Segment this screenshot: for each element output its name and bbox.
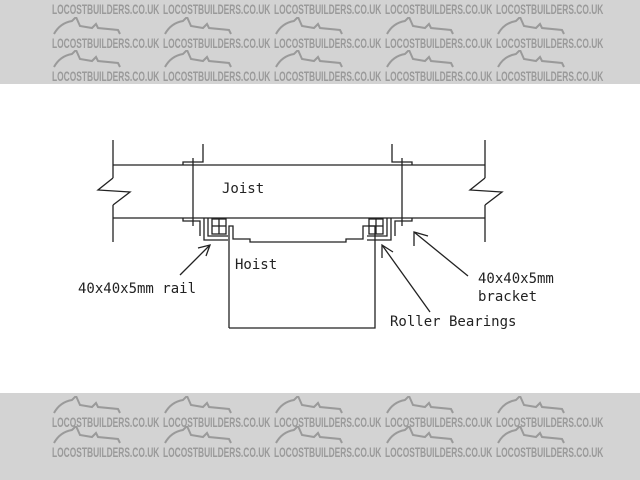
watermark-text: LOCOSTBUILDERS.CO.UK: [52, 68, 160, 84]
roller-bearings-label: Roller Bearings: [390, 314, 516, 330]
watermark-car-logo: [164, 17, 232, 35]
watermark-car-logo: [275, 396, 343, 414]
brackets: [182, 144, 413, 236]
watermark-car-logo: [386, 50, 454, 68]
watermark-car-logo: [386, 426, 454, 444]
hoist: [228, 225, 376, 329]
watermark-text: LOCOSTBUILDERS.CO.UK: [274, 68, 382, 84]
bracket-label-line1: 40x40x5mm: [478, 271, 554, 287]
watermark-text: LOCOSTBUILDERS.CO.UK: [274, 444, 382, 460]
bracket-label-line2: bracket: [478, 289, 537, 305]
watermark-text: LOCOSTBUILDERS.CO.UK: [163, 35, 271, 51]
hoist-label: Hoist: [235, 257, 277, 273]
watermark-text: LOCOSTBUILDERS.CO.UK: [496, 35, 604, 51]
watermark-car-logo: [497, 426, 565, 444]
watermark-text: LOCOSTBUILDERS.CO.UK: [274, 414, 382, 430]
watermark-text: LOCOSTBUILDERS.CO.UK: [274, 35, 382, 51]
watermark-text: LOCOSTBUILDERS.CO.UK: [52, 35, 160, 51]
joist: [96, 140, 504, 242]
watermark-car-logo: [53, 50, 121, 68]
watermark-text: LOCOSTBUILDERS.CO.UK: [52, 414, 160, 430]
watermark-text: LOCOSTBUILDERS.CO.UK: [52, 444, 160, 460]
watermark-car-logo: [497, 17, 565, 35]
watermark-text: LOCOSTBUILDERS.CO.UK: [385, 1, 493, 17]
watermark-car-logo: [164, 426, 232, 444]
watermark-text: LOCOSTBUILDERS.CO.UK: [385, 68, 493, 84]
watermark-text: LOCOSTBUILDERS.CO.UK: [385, 35, 493, 51]
watermark-text: LOCOSTBUILDERS.CO.UK: [385, 444, 493, 460]
watermark-text: LOCOSTBUILDERS.CO.UK: [496, 414, 604, 430]
watermark-car-logo: [275, 426, 343, 444]
watermark-car-logo: [53, 396, 121, 414]
watermark-text: LOCOSTBUILDERS.CO.UK: [385, 414, 493, 430]
rail-label: 40x40x5mm rail: [78, 281, 196, 297]
watermark-text: LOCOSTBUILDERS.CO.UK: [496, 68, 604, 84]
watermark-text: LOCOSTBUILDERS.CO.UK: [496, 444, 604, 460]
watermark-car-logo: [53, 426, 121, 444]
watermark-text: LOCOSTBUILDERS.CO.UK: [163, 68, 271, 84]
watermark-car-logo: [164, 50, 232, 68]
watermark-car-logo: [497, 50, 565, 68]
joist-label: Joist: [222, 181, 264, 197]
watermark-text: LOCOSTBUILDERS.CO.UK: [52, 1, 160, 17]
roller-bearings: [211, 218, 384, 235]
watermark-car-logo: [275, 17, 343, 35]
watermark-car-logo: [164, 396, 232, 414]
watermark-car-logo: [275, 50, 343, 68]
watermark-text: LOCOSTBUILDERS.CO.UK: [163, 1, 271, 17]
watermark-car-logo: [386, 17, 454, 35]
watermark-car-logo: [386, 396, 454, 414]
leader-arrows: [179, 231, 469, 313]
watermark-car-logo: [53, 17, 121, 35]
watermark-text: LOCOSTBUILDERS.CO.UK: [274, 1, 382, 17]
watermark-text: LOCOSTBUILDERS.CO.UK: [163, 444, 271, 460]
watermark-text: LOCOSTBUILDERS.CO.UK: [163, 414, 271, 430]
watermark-text: LOCOSTBUILDERS.CO.UK: [496, 1, 604, 17]
watermark-car-logo: [497, 396, 565, 414]
